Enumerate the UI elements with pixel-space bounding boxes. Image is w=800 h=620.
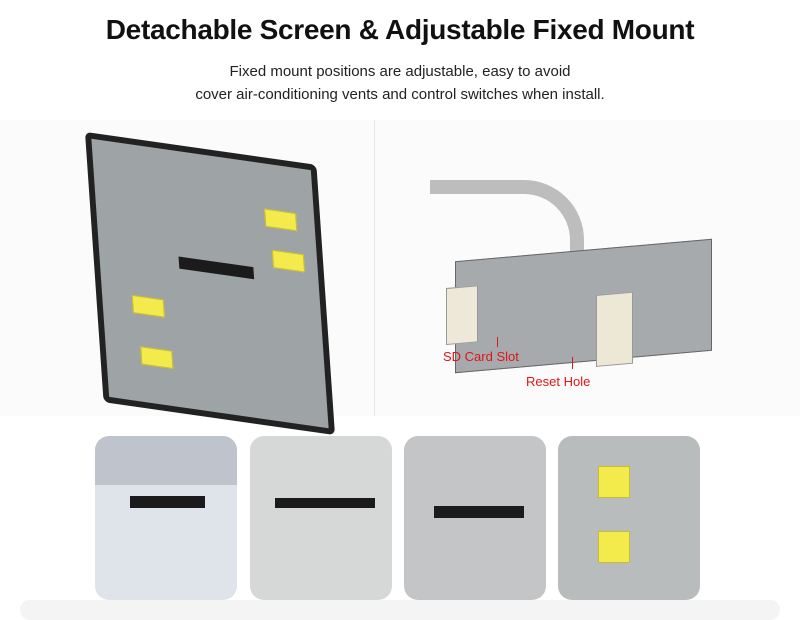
bracket xyxy=(446,285,478,346)
divider xyxy=(374,120,375,416)
mount-clip xyxy=(140,346,174,370)
subtitle-line-2: cover air-conditioning vents and control… xyxy=(195,86,605,103)
bracket xyxy=(596,291,633,367)
page-title: Detachable Screen & Adjustable Fixed Mou… xyxy=(105,14,695,45)
mount-clip xyxy=(271,249,306,273)
subtitle-line-1: Fixed mount positions are adjustable, ea… xyxy=(229,63,571,80)
ribbon-connector xyxy=(178,256,255,280)
arrow xyxy=(572,357,573,369)
mount-clip xyxy=(131,294,165,318)
mount-clip xyxy=(264,208,298,232)
thumbnail-connector-side xyxy=(95,436,237,600)
bottom-panel xyxy=(20,600,780,620)
screen-back-panel-image xyxy=(84,131,336,436)
thumbnail-mount-clips xyxy=(558,436,700,600)
arrow xyxy=(497,337,498,347)
thumbnail-ribbon-cable xyxy=(404,436,546,600)
thumbnail-connector-front xyxy=(250,436,392,600)
subtitle: Fixed mount positions are adjustable, ea… xyxy=(0,60,800,106)
reset-hole-label: Reset Hole xyxy=(526,374,591,389)
sd-card-slot-label: SD Card Slot xyxy=(443,349,519,364)
